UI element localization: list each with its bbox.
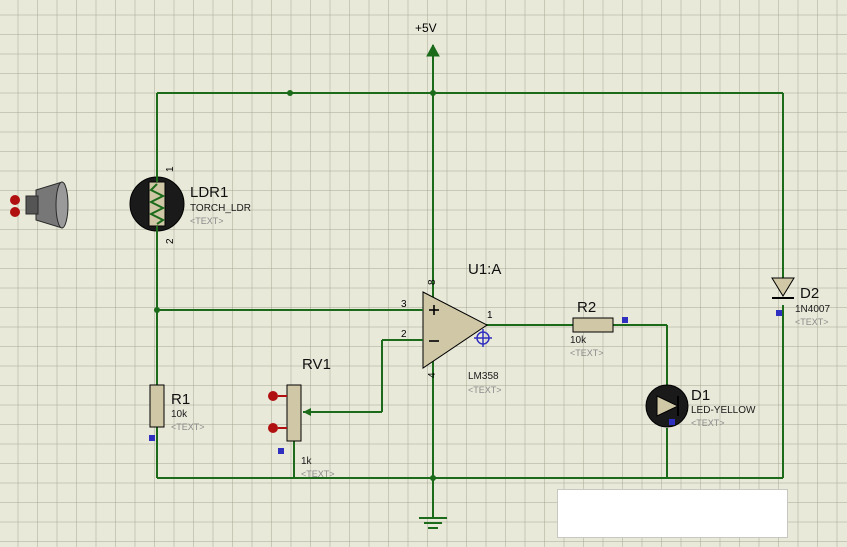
component-r1[interactable] xyxy=(149,384,165,441)
rv1-junction-marker xyxy=(278,448,284,454)
ground-symbol xyxy=(419,517,447,529)
d1-junction-marker xyxy=(669,419,675,425)
ldr1-value-label: TORCH_LDR xyxy=(190,203,251,214)
r2-junction-marker xyxy=(622,317,628,323)
component-d2-diode[interactable] xyxy=(771,277,795,316)
u1a-value-label: LM358 xyxy=(468,371,499,382)
u1a-text-label: <TEXT> xyxy=(468,385,502,395)
d2-value-label: 1N4007 xyxy=(795,304,831,315)
component-rv1[interactable] xyxy=(268,384,312,454)
u1a-pin4-label: 4 xyxy=(427,372,438,378)
ldr1-ref-label: LDR1 xyxy=(190,184,229,201)
r1-text-label: <TEXT> xyxy=(171,422,205,432)
component-d1-led[interactable] xyxy=(645,384,689,428)
output-probe-marker xyxy=(474,329,492,347)
light-source-symbol xyxy=(10,181,69,229)
u1a-pin3-label: 3 xyxy=(401,299,407,310)
r2-value-label: 10k xyxy=(570,335,587,346)
d1-text-label: <TEXT> xyxy=(691,418,725,428)
ldr-pin1-label: 1 xyxy=(165,166,176,172)
component-u1a-opamp[interactable] xyxy=(405,291,492,369)
component-r2[interactable] xyxy=(572,317,628,333)
wire-junction-dots xyxy=(154,90,436,481)
r1-value-label: 10k xyxy=(171,409,188,420)
blank-title-block xyxy=(557,489,788,538)
u1a-pin2-label: 2 xyxy=(401,329,407,340)
u1a-ref-label: U1:A xyxy=(468,261,502,278)
d2-junction-marker xyxy=(776,310,782,316)
r2-text-label: <TEXT> xyxy=(570,348,604,358)
rv1-ref-label: RV1 xyxy=(302,356,331,373)
component-ldr1[interactable] xyxy=(129,175,185,232)
ldr1-text-label: <TEXT> xyxy=(190,216,224,226)
supply-arrow xyxy=(426,43,440,57)
ldr-pin2-label: 2 xyxy=(165,238,176,244)
r1-ref-label: R1 xyxy=(171,391,191,408)
r1-junction-marker xyxy=(149,435,155,441)
d1-value-label: LED-YELLOW xyxy=(691,405,756,416)
rv1-value-label: 1k xyxy=(301,456,312,467)
u1a-pin8-label: 8 xyxy=(427,279,438,285)
d2-ref-label: D2 xyxy=(800,285,820,302)
d1-ref-label: D1 xyxy=(691,387,711,404)
d2-text-label: <TEXT> xyxy=(795,317,829,327)
u1a-pin1-label: 1 xyxy=(487,310,493,321)
supply-label: +5V xyxy=(415,21,437,35)
rv1-text-label: <TEXT> xyxy=(301,469,335,479)
r2-ref-label: R2 xyxy=(577,299,597,316)
